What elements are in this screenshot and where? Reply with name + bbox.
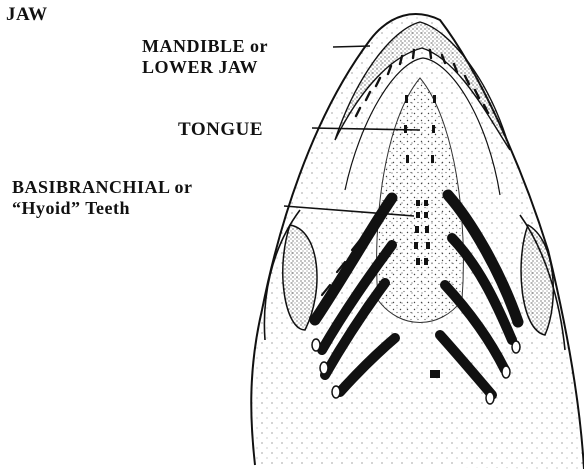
figure-title: JAW — [6, 4, 48, 25]
basibranchial-label-line2: “Hyoid” Teeth — [12, 198, 193, 219]
mandible-leader — [333, 46, 370, 47]
mandible-label-line2: LOWER JAW — [142, 57, 268, 78]
mandible-label: MANDIBLE or LOWER JAW — [142, 36, 268, 78]
tongue-label: TONGUE — [178, 119, 263, 140]
basibranchial-label-line1: BASIBRANCHIAL or — [12, 177, 193, 198]
basibranchial-label: BASIBRANCHIAL or “Hyoid” Teeth — [12, 177, 193, 219]
mandible-label-line1: MANDIBLE or — [142, 36, 268, 57]
